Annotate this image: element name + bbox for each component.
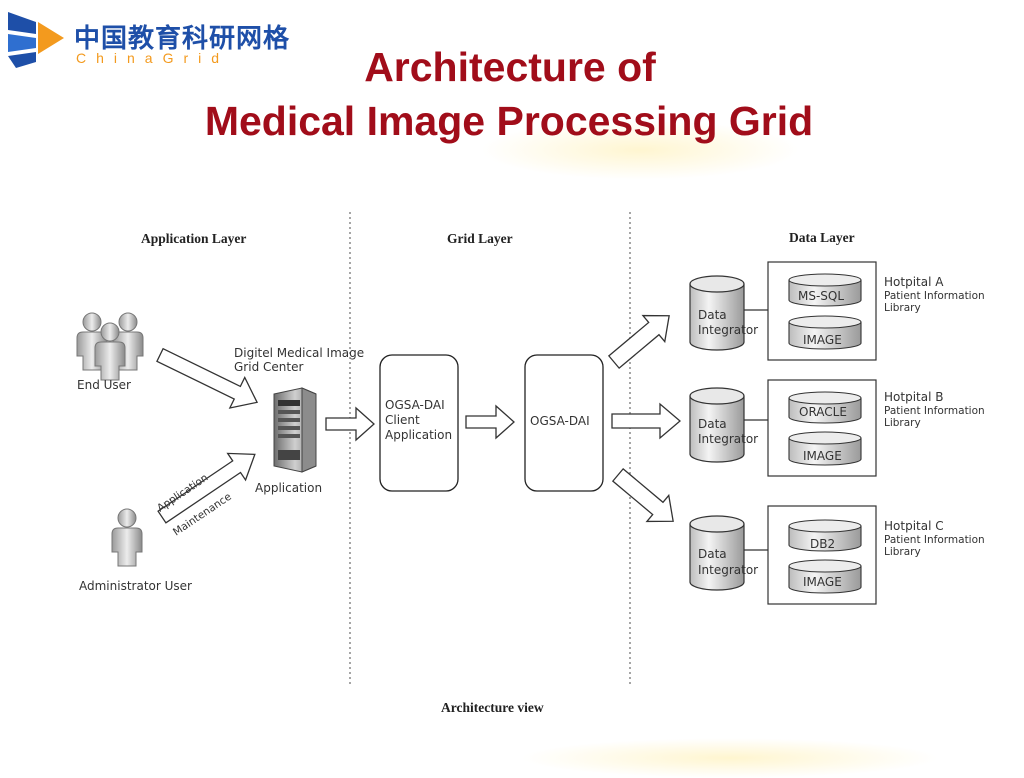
integrator-a-line1: Data	[698, 308, 727, 322]
hospital-b-desc2: Library	[884, 417, 921, 429]
center-label-line1: Digitel Medical Image	[234, 346, 364, 360]
diagram-caption: Architecture view	[441, 700, 544, 715]
hospital-a-db-label: MS-SQL	[798, 289, 844, 303]
ogsa-dai-label: OGSA-DAI	[530, 414, 590, 428]
ogsa-to-integrator-c-arrow	[611, 467, 674, 523]
logo-english-text: ChinaGrid	[76, 50, 230, 66]
hospital-c-image-label: IMAGE	[803, 575, 842, 589]
integrator-c-line1: Data	[698, 547, 727, 561]
integrator-b-line1: Data	[698, 417, 727, 431]
ogsa-dai-client-box	[379, 354, 459, 492]
hospital-c-desc2: Library	[884, 546, 921, 558]
administrator-user-icon	[111, 508, 143, 567]
hospital-c-db-label: DB2	[810, 537, 835, 551]
integrator-c-line2: Integrator	[698, 563, 758, 577]
hospital-b-image-label: IMAGE	[803, 449, 842, 463]
client-to-ogsa-arrow	[465, 404, 515, 440]
ogsa-dai-box	[524, 354, 604, 492]
maintenance-arrow	[157, 452, 256, 524]
ogsa-to-integrator-a-arrow	[607, 314, 670, 370]
hospital-c-desc1: Patient Information	[884, 534, 985, 546]
hospital-a-image-label: IMAGE	[803, 333, 842, 347]
server-icon	[273, 387, 317, 473]
data-layer-label: Data Layer	[789, 230, 855, 245]
ogsa-client-label-line3: Application	[385, 428, 452, 442]
slide-title-line2: Medical Image Processing Grid	[204, 98, 814, 144]
end-user-label: End User	[77, 378, 131, 392]
hospital-b-name: Hotpital B	[884, 390, 943, 404]
hospital-c-name: Hotpital C	[884, 519, 944, 533]
integrator-b-line2: Integrator	[698, 432, 758, 446]
hospital-b-db-label: ORACLE	[799, 405, 847, 419]
end-user-icon	[76, 312, 144, 381]
hospital-a-desc2: Library	[884, 302, 921, 314]
end-user-arrow	[156, 347, 259, 409]
hospital-a-block: Data Integrator MS-SQL IMAGE Hotpital A …	[689, 261, 985, 361]
ogsa-client-label-line1: OGSA-DAI	[385, 398, 445, 412]
title-glow	[480, 120, 800, 180]
grid-layer-label: Grid Layer	[447, 231, 513, 246]
integrator-a-line2: Integrator	[698, 323, 758, 337]
logo-chinese-text: 中国教育科研网格	[74, 24, 291, 54]
hospital-b-block: Data Integrator ORACLE IMAGE Hotpital B …	[689, 379, 985, 477]
hospital-b-desc1: Patient Information	[884, 405, 985, 417]
ogsa-to-integrator-b-arrow	[611, 402, 682, 440]
hospital-a-desc1: Patient Information	[884, 290, 985, 302]
hospital-a-name: Hotpital A	[884, 275, 944, 289]
server-to-client-arrow	[325, 406, 375, 442]
center-label-line2: Grid Center	[234, 360, 303, 374]
slide-title-line1: Architecture of	[364, 44, 656, 90]
hospital-c-block: Data Integrator DB2 IMAGE Hotpital C Pat…	[689, 505, 985, 605]
administrator-user-label: Administrator User	[79, 579, 192, 593]
chinagrid-logo: 中国教育科研网格 ChinaGrid	[6, 4, 296, 74]
ogsa-client-label-line2: Client	[385, 413, 420, 427]
application-layer-label: Application Layer	[141, 231, 246, 246]
chinagrid-logo-icon	[8, 12, 64, 68]
server-label: Application	[255, 481, 322, 495]
